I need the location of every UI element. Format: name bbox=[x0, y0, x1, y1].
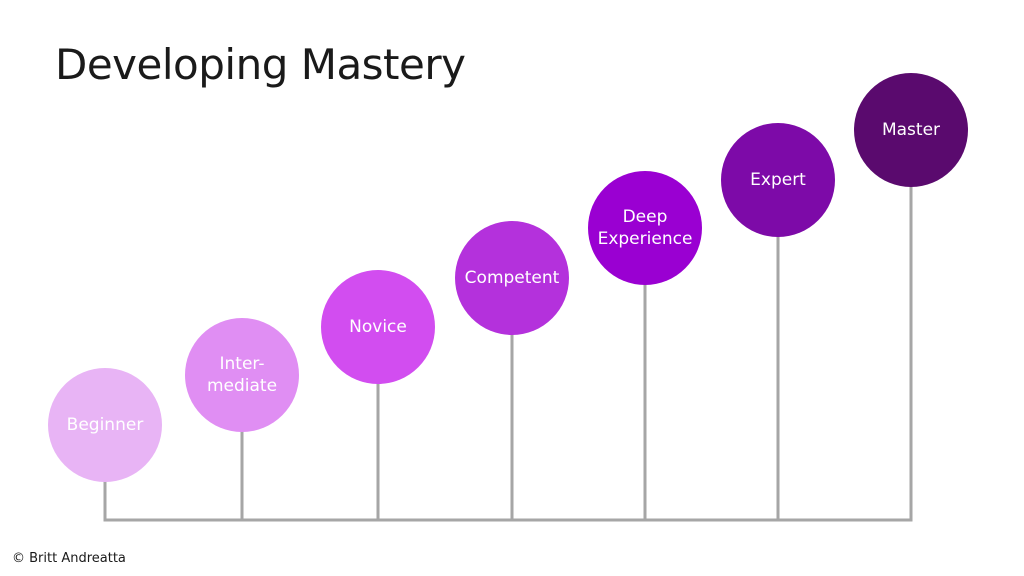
stage-competent: Competent bbox=[455, 221, 569, 335]
stage-novice: Novice bbox=[321, 270, 435, 384]
stage-label: mediate bbox=[207, 376, 277, 396]
stage-label: Expert bbox=[750, 170, 806, 190]
stage-circle bbox=[455, 221, 569, 335]
stage-circle bbox=[588, 171, 702, 285]
stage-label: Inter- bbox=[220, 354, 265, 374]
stage-expert: Expert bbox=[721, 123, 835, 237]
stage-circle bbox=[854, 73, 968, 187]
stage-circle bbox=[721, 123, 835, 237]
copyright-notice: © Britt Andreatta bbox=[12, 551, 126, 566]
stage-label: Beginner bbox=[67, 415, 144, 435]
stage-label: Novice bbox=[349, 317, 407, 337]
diagram-title: Developing Mastery bbox=[55, 40, 466, 89]
stage-circle bbox=[185, 318, 299, 432]
stage-circle bbox=[321, 270, 435, 384]
stage-master: Master bbox=[854, 73, 968, 187]
stems-group bbox=[103, 185, 913, 522]
stage-label: Competent bbox=[465, 268, 560, 288]
stage-beginner: Beginner bbox=[48, 368, 162, 482]
stages-group: Beginner Inter-mediate Novice Competent Deep… bbox=[48, 73, 968, 482]
stage-inter-mediate: Inter-mediate bbox=[185, 318, 299, 432]
stage-label: Deep bbox=[623, 207, 668, 227]
stage-label: Experience bbox=[598, 229, 693, 249]
stage-circle bbox=[48, 368, 162, 482]
stage-label: Master bbox=[882, 120, 940, 140]
